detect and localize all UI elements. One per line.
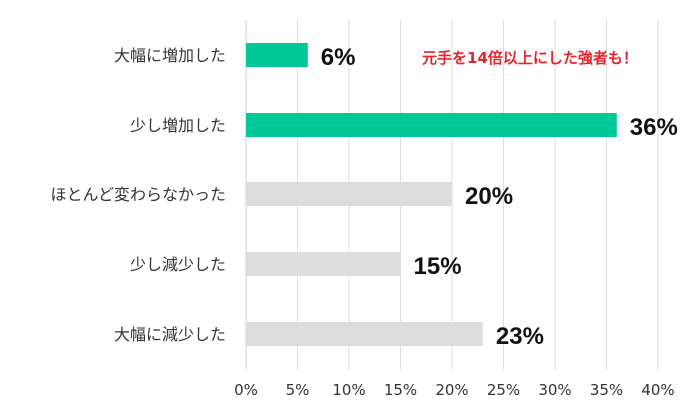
x-tick-label: 30%	[538, 381, 571, 399]
x-tick-label: 10%	[332, 381, 365, 399]
category-label: 少し減少した	[130, 255, 226, 274]
value-label: 15%	[414, 253, 462, 280]
category-label: 少し増加した	[130, 116, 226, 135]
chart-annotation: 元手を14倍以上にした強者も！	[422, 49, 638, 67]
label-layer: 0% 5% 10% 15% 20% 25% 30% 35% 40% 大幅に増加した 6% 少し増加した…	[50, 44, 677, 399]
bar-layer	[246, 43, 617, 346]
bar	[246, 182, 452, 206]
value-label: 20%	[465, 183, 513, 210]
value-label: 23%	[496, 323, 544, 350]
value-label: 36%	[630, 114, 678, 141]
value-label: 6%	[321, 44, 356, 71]
x-tick-label: 35%	[590, 381, 623, 399]
x-tick-label: 20%	[435, 381, 468, 399]
x-tick-label: 5%	[286, 381, 310, 399]
x-tick-label: 25%	[487, 381, 520, 399]
x-tick-label: 15%	[384, 381, 417, 399]
bar	[246, 113, 617, 137]
bar	[246, 43, 308, 67]
bar	[246, 322, 483, 346]
category-label: ほとんど変わらなかった	[50, 185, 226, 204]
category-label: 大幅に減少した	[114, 325, 226, 344]
x-tick-label: 40%	[641, 381, 674, 399]
category-label: 大幅に増加した	[114, 46, 226, 65]
x-tick-label: 0%	[234, 381, 258, 399]
bar	[246, 252, 401, 276]
